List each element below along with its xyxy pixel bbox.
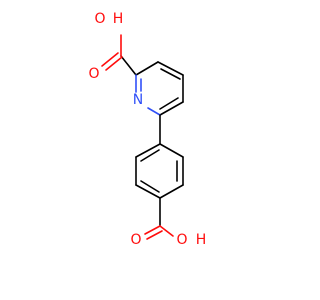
bond-bz-c3-c4 [159, 184, 184, 199]
atom-o-top-hydroxyl: O [94, 11, 105, 27]
bond-py-c6-n [147, 107, 161, 116]
bond-py-c2-c3 [135, 61, 159, 76]
atom-h-top-hydroxyl: H [113, 11, 124, 27]
molecule-drawing: O H O N O O H [88, 11, 207, 248]
bond-c-o-double-bottom-a [144, 225, 161, 235]
bond-bz-c6-c1-inner [140, 149, 160, 162]
bond-c-o-double-bottom-b [146, 230, 163, 240]
atom-o-top-carbonyl: O [88, 66, 99, 82]
structure-canvas: O H O N O O H [88, 11, 207, 248]
bond-c-coo-top [120, 55, 137, 76]
bond-bz-c4-c5 [135, 184, 161, 199]
bond-bz-c6-c1 [135, 143, 161, 158]
bond-py-c3-c4-inner [160, 68, 181, 80]
atom-o-bottom-hydroxyl: O [176, 232, 187, 248]
atom-n-pyridine: N [133, 92, 143, 108]
bond-py-c3-c4 [157, 61, 184, 76]
bond-c-oh-bottom [159, 225, 174, 237]
bond-bz-c1-c2 [159, 143, 184, 158]
bond-c-o-double-top-b [101, 52, 119, 67]
bond-bz-c4-c5-inner [140, 180, 160, 193]
atom-o-bottom-carbonyl: O [130, 232, 141, 248]
atom-h-bottom-hydroxyl: H [196, 232, 207, 248]
bond-c-o-double-top-a [105, 56, 123, 71]
bond-py-c5-c6 [159, 101, 184, 116]
bond-py-c5-c6-inner [159, 97, 179, 110]
